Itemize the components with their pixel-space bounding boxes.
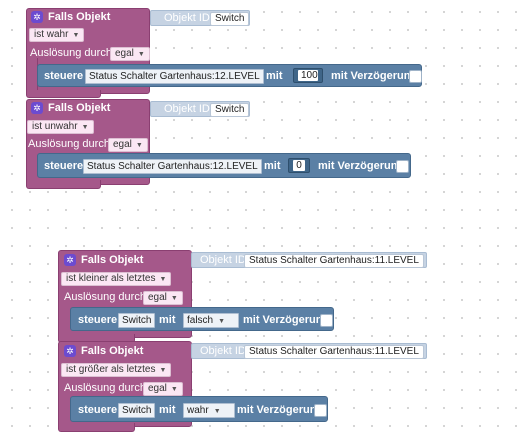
gear-icon: ✲ xyxy=(31,102,43,114)
delay-checkbox-1[interactable] xyxy=(409,70,422,83)
object-id-bar-3[interactable]: Objekt ID Status Schalter Gartenhaus:11.… xyxy=(191,252,427,268)
trigger-dropdown-1[interactable]: egal▼ xyxy=(110,47,150,61)
block-3-title: Falls Objekt xyxy=(81,254,144,266)
falls-objekt-block-2-footer[interactable] xyxy=(26,180,101,189)
block-1-header: ✲ Falls Objekt xyxy=(31,10,110,24)
steuere-block-2[interactable]: steuere Status Schalter Gartenhaus:12.LE… xyxy=(37,153,411,178)
mit-label-2: mit xyxy=(264,160,281,172)
steuere-label-1: steuere xyxy=(44,70,84,82)
object-id-bar-2[interactable]: Objekt ID Switch xyxy=(150,101,250,117)
steuere-block-4[interactable]: steuere Switch mit wahr▼ mit Verzögerung xyxy=(70,396,328,422)
value-field-2[interactable]: 0 xyxy=(288,158,310,173)
object-id-label-3: Objekt ID xyxy=(200,254,246,266)
value-dropdown-4[interactable]: wahr▼ xyxy=(183,403,235,418)
mit-label-1: mit xyxy=(266,70,283,82)
chevron-down-icon: ▼ xyxy=(135,142,143,149)
trigger-label-4: Auslösung durch xyxy=(64,382,146,394)
object-id-bar-1[interactable]: Objekt ID Switch xyxy=(150,10,250,26)
chevron-down-icon: ▼ xyxy=(72,32,80,39)
object-id-label-2: Objekt ID xyxy=(164,103,210,115)
steuere-block-3[interactable]: steuere Switch mit falsch▼ mit Verzögeru… xyxy=(70,307,334,331)
delay-checkbox-3[interactable] xyxy=(320,314,333,327)
target-field-3[interactable]: Switch xyxy=(118,313,156,328)
block-2-title: Falls Objekt xyxy=(48,102,111,114)
object-id-bar-4[interactable]: Objekt ID Status Schalter Gartenhaus:11.… xyxy=(191,343,427,359)
condition-dropdown-1[interactable]: ist wahr▼ xyxy=(29,28,85,42)
trigger-label-1: Auslösung durch xyxy=(30,47,112,59)
chevron-down-icon: ▼ xyxy=(159,367,167,374)
chevron-down-icon: ▼ xyxy=(170,295,178,302)
chevron-down-icon: ▼ xyxy=(213,408,221,415)
block-4-header: ✲ Falls Objekt xyxy=(64,344,143,358)
target-field-2[interactable]: Status Schalter Gartenhaus:12.LEVEL xyxy=(83,159,262,174)
object-id-label-1: Objekt ID xyxy=(164,12,210,24)
trigger-dropdown-2[interactable]: egal▼ xyxy=(108,138,148,152)
delay-label-2: mit Verzögerung xyxy=(318,160,405,172)
chevron-down-icon: ▼ xyxy=(170,386,178,393)
trigger-label-2: Auslösung durch xyxy=(28,138,110,150)
delay-label-4: mit Verzögerung xyxy=(237,404,324,416)
block-2-header: ✲ Falls Objekt xyxy=(31,101,110,115)
mit-label-4: mit xyxy=(159,404,176,416)
value-field-1[interactable]: 100 xyxy=(293,68,323,83)
chevron-down-icon: ▼ xyxy=(218,318,226,325)
condition-dropdown-2[interactable]: ist unwahr▼ xyxy=(27,120,94,134)
delay-label-3: mit Verzögerung xyxy=(243,314,330,326)
chevron-down-icon: ▼ xyxy=(159,276,167,283)
block-3-header: ✲ Falls Objekt xyxy=(64,253,143,267)
delay-checkbox-4[interactable] xyxy=(314,404,327,417)
target-field-4[interactable]: Switch xyxy=(118,403,156,418)
trigger-label-3: Auslösung durch xyxy=(64,291,146,303)
target-field-1[interactable]: Status Schalter Gartenhaus:12.LEVEL xyxy=(85,69,264,84)
gear-icon: ✲ xyxy=(64,345,76,357)
falls-objekt-block-1-footer[interactable] xyxy=(26,90,101,98)
falls-objekt-block-4-footer[interactable] xyxy=(58,423,135,432)
object-id-value-1[interactable]: Switch xyxy=(210,12,250,26)
condition-dropdown-3[interactable]: ist kleiner als letztes▼ xyxy=(61,272,172,286)
object-id-value-4[interactable]: Status Schalter Gartenhaus:11.LEVEL xyxy=(244,345,424,359)
delay-checkbox-2[interactable] xyxy=(396,160,409,173)
steuere-label-2: steuere xyxy=(44,160,84,172)
chevron-down-icon: ▼ xyxy=(137,51,145,58)
condition-dropdown-4[interactable]: ist größer als letztes▼ xyxy=(61,363,172,377)
chevron-down-icon: ▼ xyxy=(81,124,89,131)
value-dropdown-3[interactable]: falsch▼ xyxy=(183,313,239,328)
object-id-value-2[interactable]: Switch xyxy=(210,103,250,117)
gear-icon: ✲ xyxy=(31,11,43,23)
mit-label-3: mit xyxy=(159,314,176,326)
block-1-title: Falls Objekt xyxy=(48,11,111,23)
block-4-title: Falls Objekt xyxy=(81,345,144,357)
steuere-label-4: steuere xyxy=(78,404,118,416)
object-id-value-3[interactable]: Status Schalter Gartenhaus:11.LEVEL xyxy=(244,254,424,268)
gear-icon: ✲ xyxy=(64,254,76,266)
object-id-label-4: Objekt ID xyxy=(200,345,246,357)
steuere-block-1[interactable]: steuere Status Schalter Gartenhaus:12.LE… xyxy=(37,64,422,87)
trigger-dropdown-4[interactable]: egal▼ xyxy=(143,382,183,396)
delay-label-1: mit Verzögerung xyxy=(331,70,418,82)
steuere-label-3: steuere xyxy=(78,314,118,326)
trigger-dropdown-3[interactable]: egal▼ xyxy=(143,291,183,305)
